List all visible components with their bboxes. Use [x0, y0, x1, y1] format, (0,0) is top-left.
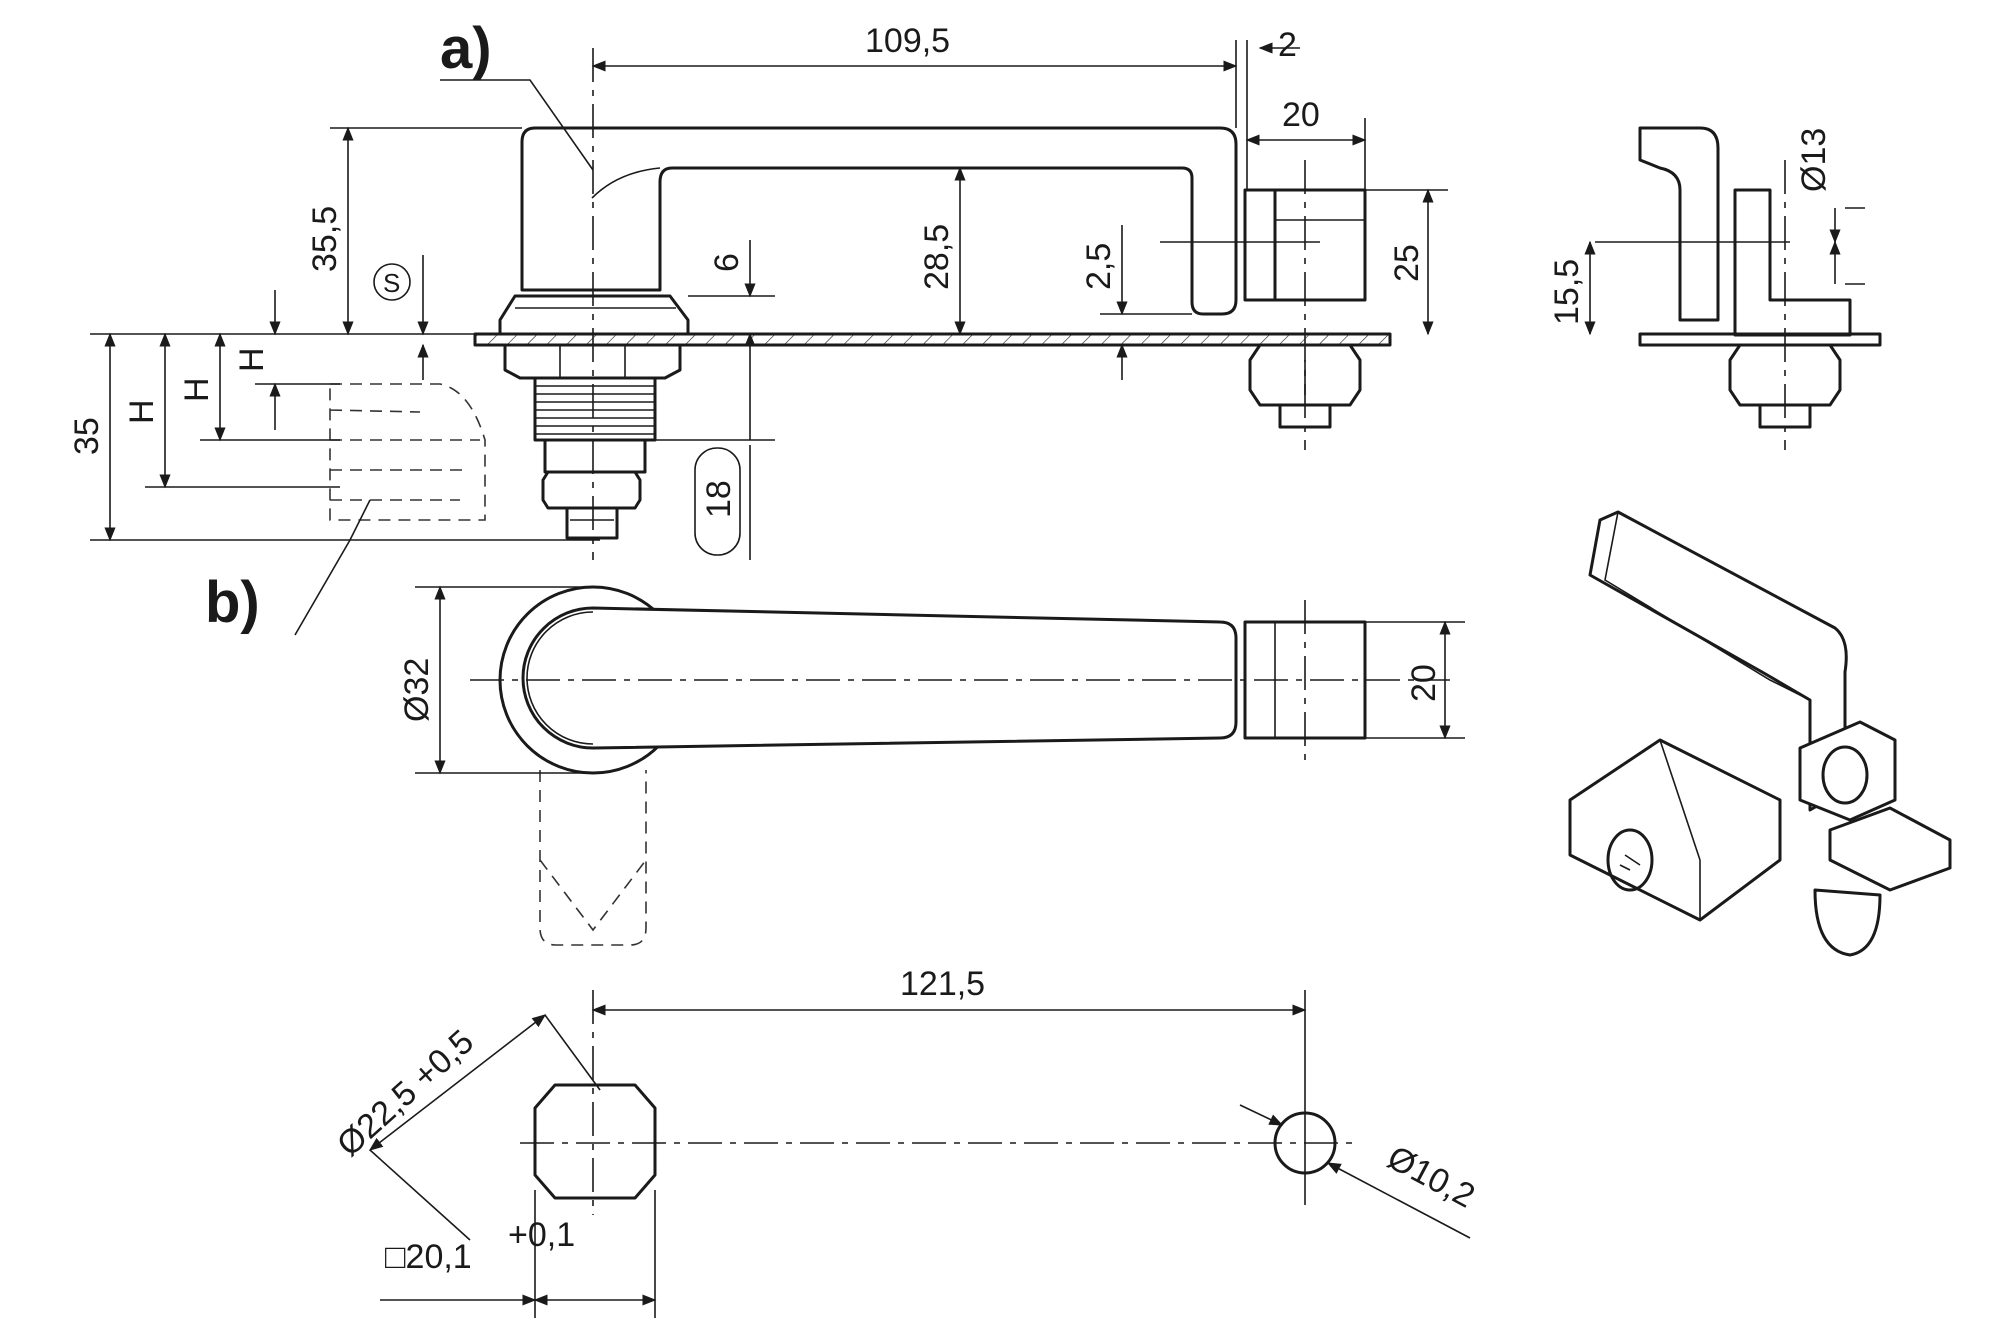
section-hook: [1638, 126, 1720, 322]
thread-capsule: [694, 447, 741, 556]
front-view: [329, 48, 1392, 560]
dim-h-1: H: [233, 347, 271, 372]
lower-nut: [541, 470, 642, 510]
handle-inner-edge: [591, 167, 661, 199]
hidden-cam-positions: [329, 383, 486, 521]
dim-gap: 2: [1278, 26, 1297, 64]
dim-hole-diameter: Ø10,2: [1381, 1139, 1481, 1216]
dim-depth: 35: [68, 417, 106, 455]
isometric-view: [1568, 510, 1952, 957]
top-view: [470, 585, 1450, 946]
handle-outline: [520, 126, 1238, 316]
dim-width-plan: 20: [1405, 664, 1443, 702]
dim-square: □20,1: [385, 1238, 472, 1276]
s-symbol: [373, 263, 411, 301]
section-block: [1733, 188, 1852, 337]
cam: [543, 438, 647, 474]
iso-nut: [1798, 720, 1897, 822]
cutout-shape: [533, 1083, 657, 1200]
dim-section-height: 15,5: [1548, 259, 1586, 325]
hidden-rotated-handle: [539, 770, 647, 946]
dim-hook-height: 25: [1388, 244, 1426, 282]
iso-screw: [1813, 888, 1882, 957]
threaded-body: [533, 376, 657, 442]
dimension-lines: [90, 40, 1865, 1318]
dim-six: 6: [708, 253, 746, 272]
dim-section-diameter: Ø13: [1795, 128, 1833, 192]
dim-cutout-diameter: Ø22,5 +0,5: [330, 1022, 481, 1163]
dim-height-total: 35,5: [306, 206, 344, 272]
dim-thread: 18: [700, 480, 738, 518]
dim-cutout-distance: 121,5: [900, 965, 985, 1003]
label-a: a): [440, 16, 492, 81]
dim-s: S: [383, 268, 400, 298]
key-cylinder: [1606, 828, 1654, 892]
dim-hook-gap: 2,5: [1080, 243, 1118, 290]
dim-square-tol: +0,1: [508, 1216, 575, 1254]
dim-h-2: H: [178, 377, 216, 402]
rose: [498, 294, 690, 336]
dim-inner-height: 28,5: [918, 224, 956, 290]
dim-diameter-rose: Ø32: [398, 658, 436, 722]
dim-h-3: H: [123, 399, 161, 424]
screw-tip: [565, 506, 619, 540]
hook-plate: [1243, 188, 1277, 302]
iso-cam: [1568, 738, 1782, 922]
iso-bar: [1828, 806, 1952, 892]
label-b: b): [205, 570, 260, 635]
dim-width-top: 20: [1282, 96, 1320, 134]
dim-handle-length: 109,5: [865, 22, 950, 60]
panel-cutout: [520, 990, 1360, 1215]
section-view: [1595, 126, 1882, 450]
hook-block: [1273, 188, 1367, 302]
mounting-panel: [473, 332, 1392, 347]
handle-top: [521, 606, 1238, 750]
